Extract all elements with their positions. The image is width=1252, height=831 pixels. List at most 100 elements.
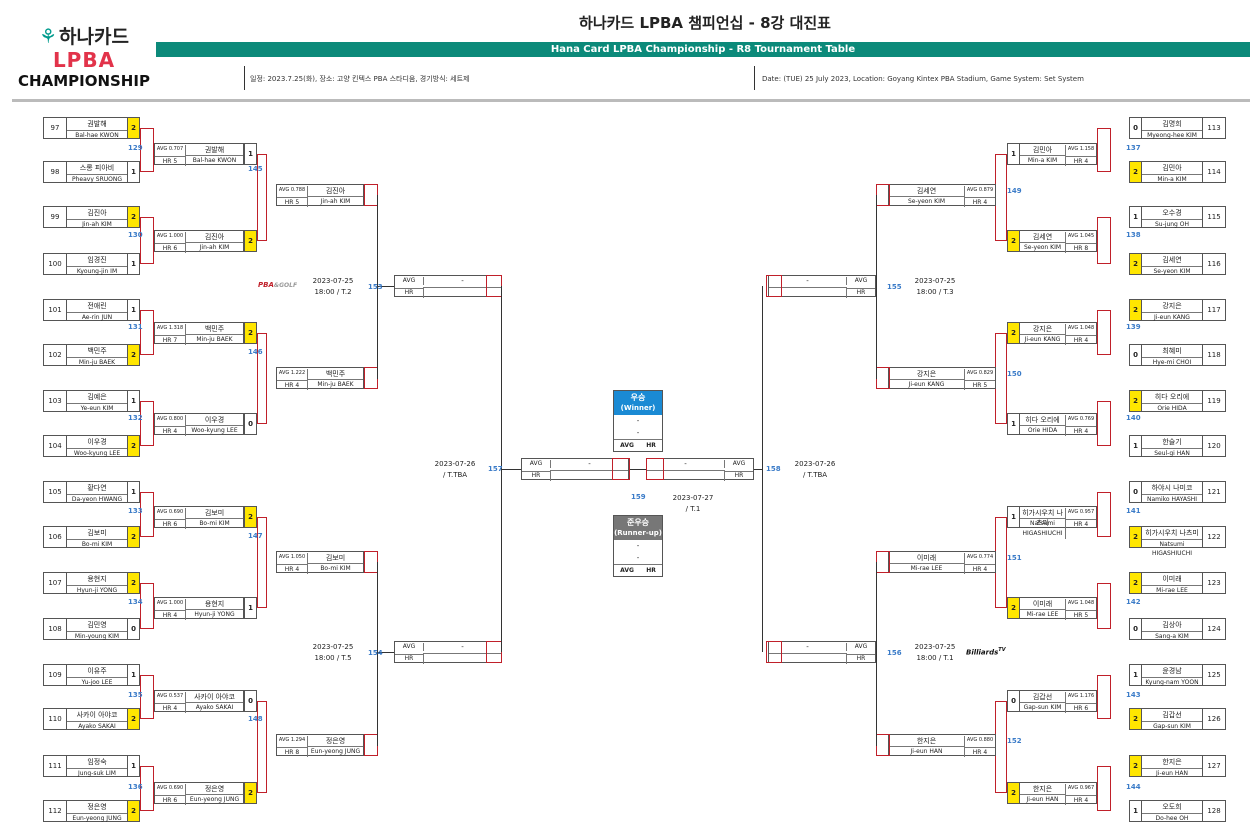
- bracket-line: [501, 469, 521, 470]
- seed-number: 124: [1202, 618, 1226, 640]
- r16-name-en: Mi-rae LEE: [1020, 609, 1066, 620]
- player-score: 2: [127, 344, 140, 366]
- qf-hr: HR 4: [965, 197, 995, 207]
- sf-hr-label: HR: [395, 288, 423, 296]
- sf-hr-label: HR: [847, 288, 875, 296]
- r16-name-kr: 김세연: [1020, 232, 1066, 242]
- player-name-en: Orie HIDA: [1142, 403, 1202, 413]
- sf-name: -: [423, 643, 501, 651]
- player-name-en: Myeong-hee KIM: [1142, 130, 1202, 140]
- player-name-en: Bal-hae KWON: [67, 130, 127, 140]
- sf-avg-label: AVG: [402, 643, 416, 650]
- qf-name-en: Ji-eun KANG: [889, 379, 965, 390]
- pba-golf-logo: PBA&GOLF: [258, 281, 298, 289]
- bracket-connector: [140, 310, 154, 355]
- player-name-en: Bo-mi KIM: [67, 539, 127, 549]
- qf-avg: AVG 0.788: [278, 187, 306, 193]
- bracket-connector: [876, 184, 890, 206]
- divider: [244, 66, 245, 90]
- seed-number: 99: [43, 206, 67, 228]
- qf-name-kr: 백민주: [307, 369, 363, 379]
- logo-championship: CHAMPIONSHIP: [18, 72, 150, 90]
- bracket-connector: [995, 517, 1007, 608]
- match-time: 18:00 / T.2: [314, 288, 352, 296]
- r16-name-en: Min-ju BAEK: [185, 334, 243, 345]
- r16-avg: AVG 1.045: [1067, 233, 1095, 239]
- page-title: 하나카드 LPBA 챔피언십 - 8강 대진표: [579, 14, 831, 32]
- match-date: 2023-07-26: [794, 460, 836, 468]
- r16-hr: HR 4: [1066, 335, 1096, 345]
- player-name-kr: 김예은: [87, 393, 107, 401]
- r16-score: 2: [244, 782, 257, 804]
- sf-name-en: [550, 470, 628, 481]
- qf-name-en: Bo-mi KIM: [307, 563, 363, 574]
- player-name-kr: 김민아: [1162, 164, 1182, 172]
- divider: [754, 66, 755, 90]
- seed-number: 110: [43, 708, 67, 730]
- logo-hanacard: ⚘하나카드: [39, 24, 129, 48]
- match-number: 150: [1007, 370, 1022, 378]
- player-name-kr: 김세연: [1162, 256, 1182, 264]
- bracket-connector: [612, 458, 630, 480]
- seed-number: 127: [1202, 755, 1226, 777]
- bracket-connector: [257, 701, 267, 793]
- sf-name: -: [423, 277, 501, 285]
- qf-avg: AVG 0.880: [966, 737, 994, 743]
- seed-number: 128: [1202, 800, 1226, 822]
- r16-hr: HR 6: [155, 795, 185, 805]
- player-score: 1: [127, 390, 140, 412]
- player-name-en: Do-hee OH: [1142, 813, 1202, 823]
- bracket-connector: [364, 184, 378, 206]
- bracket-connector: [140, 675, 154, 719]
- runnerup-name: -: [636, 542, 640, 550]
- r16-name-en: Gap-sun KIM: [1020, 702, 1066, 713]
- winner-name-en: -: [636, 429, 640, 437]
- sf-name-en: [769, 653, 847, 664]
- r16-name-en: Bo-mi KIM: [185, 518, 243, 529]
- seed-number: 100: [43, 253, 67, 275]
- billiards-tv-logo: BilliardsTV: [966, 647, 1006, 657]
- bracket-connector: [876, 734, 890, 756]
- player-name-en: Jin-ah KIM: [67, 219, 127, 229]
- player-score: 0: [127, 618, 140, 640]
- r16-hr: HR 6: [1066, 703, 1096, 713]
- sf-avg-label: AVG: [732, 460, 746, 467]
- player-name-kr: 정은영: [87, 803, 107, 811]
- r16-avg: AVG 0.769: [1067, 416, 1095, 422]
- seed-number: 116: [1202, 253, 1226, 275]
- sf-name: -: [769, 643, 847, 651]
- seed-number: 109: [43, 664, 67, 686]
- bracket-connector: [1097, 128, 1111, 172]
- seed-number: 125: [1202, 664, 1226, 686]
- header-rule: [12, 99, 1250, 102]
- seed-number: 103: [43, 390, 67, 412]
- player-name-en: Se-yeon KIM: [1142, 266, 1202, 276]
- r16-avg: AVG 0.707: [156, 146, 184, 152]
- r16-name-kr: 사카이 아야코: [185, 692, 243, 702]
- player-name-kr: 백민주: [87, 347, 107, 355]
- r16-avg: AVG 1.318: [156, 325, 184, 331]
- bracket-connector: [876, 367, 890, 389]
- r16-name-en: Hyun-ji YONG: [185, 609, 243, 620]
- qf-hr: HR 4: [965, 564, 995, 574]
